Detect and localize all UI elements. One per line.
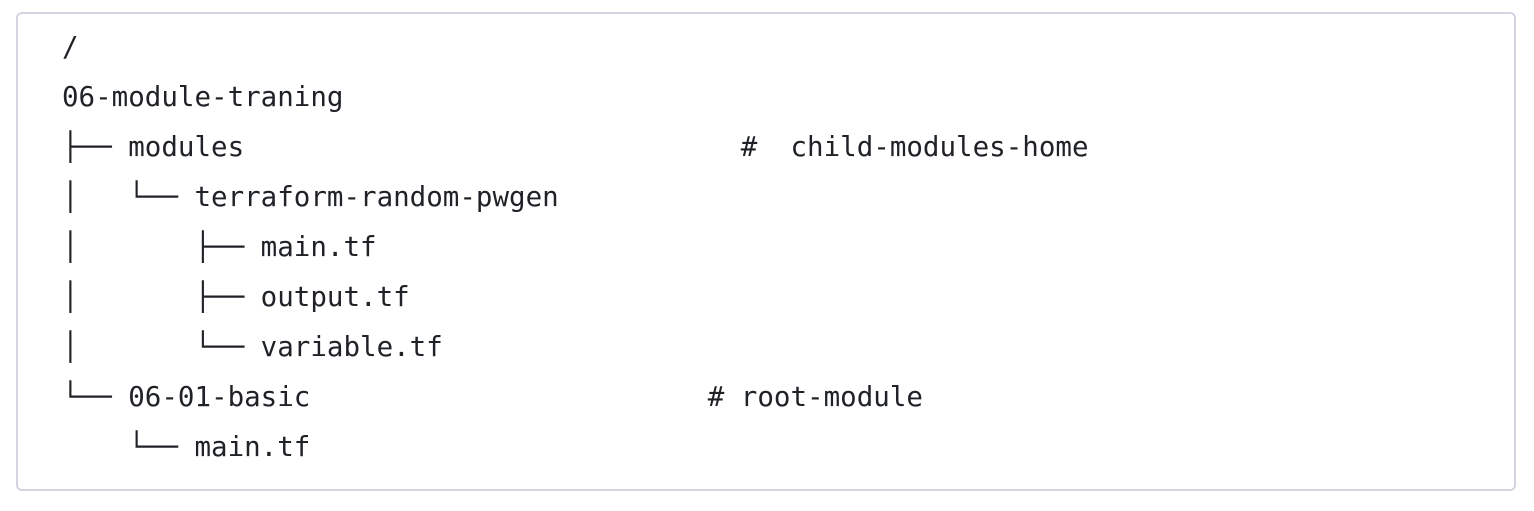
tree-line-modules: ├── modules # child-modules-home [62, 131, 1089, 163]
tree-line-project: 06-module-traning [62, 81, 344, 113]
tree-line-root: / [62, 31, 79, 63]
tree-line-main-tf: │ ├── main.tf [62, 231, 377, 263]
tree-line-output-tf: │ ├── output.tf [62, 281, 410, 313]
directory-tree: / 06-module-traning ├── modules # child-… [62, 22, 1484, 472]
tree-line-variable-tf: │ └── variable.tf [62, 331, 443, 363]
tree-line-root-module: └── 06-01-basic # root-module [62, 381, 923, 413]
tree-line-root-main-tf: └── main.tf [62, 431, 311, 463]
code-block-panel: / 06-module-traning ├── modules # child-… [16, 12, 1516, 491]
tree-line-child-module: │ └── terraform-random-pwgen [62, 181, 559, 213]
